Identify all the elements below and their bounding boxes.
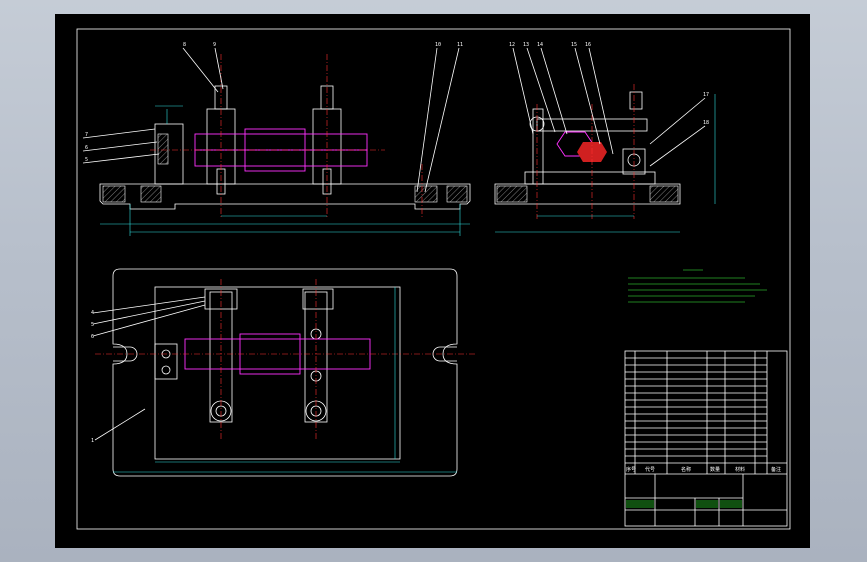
parts-header-cell: 备注 [771,466,781,473]
parts-list: 序号 代号 名称 数量 材料 备注 [624,350,788,527]
side-balloon: 15 [571,42,577,48]
front-balloon: 7 [85,132,88,138]
top-balloon: 4 [91,310,94,316]
front-balloon: 5 [85,157,88,163]
top-balloon: 6 [91,334,94,340]
front-view: 8 9 7 6 5 10 11 [82,42,471,236]
parts-header-cell: 代号 [645,466,655,473]
front-balloon: 8 [183,42,186,48]
technical-notes [628,269,767,303]
top-view: 4 5 6 1 [91,268,475,477]
side-balloon: 13 [523,42,529,48]
side-balloon: 16 [585,42,591,48]
drawing-frame [76,28,791,530]
front-balloon: 11 [457,42,463,48]
parts-header-cell: 名称 [681,466,691,473]
side-view: 12 13 14 15 16 17 18 [494,42,716,233]
parts-list-rows [625,357,767,457]
side-balloon: 18 [703,120,709,126]
parts-header-cell: 序号 [626,466,636,473]
side-balloon: 14 [537,42,543,48]
top-balloon: 1 [91,438,94,444]
front-balloon: 9 [213,42,216,48]
side-balloon: 17 [703,92,709,98]
parts-header-cell: 数量 [710,466,720,473]
front-balloon: 10 [435,42,441,48]
parts-header-cell: 材料 [735,466,745,473]
cad-viewport[interactable]: 8 9 7 6 5 10 11 12 [55,14,810,548]
side-balloon: 12 [509,42,515,48]
assembly-drawing: 8 9 7 6 5 10 11 12 [76,28,791,530]
top-balloon: 5 [91,322,94,328]
front-balloon: 6 [85,145,88,151]
